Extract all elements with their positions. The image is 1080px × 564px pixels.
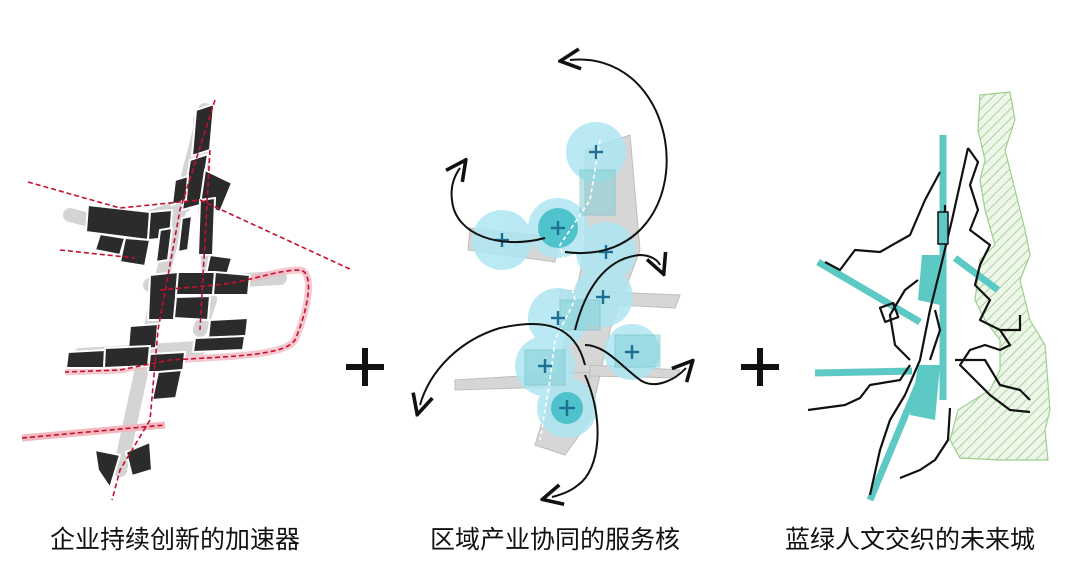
arrow-top — [565, 59, 668, 255]
pink-bottom-band — [21, 421, 166, 442]
arrow-right — [574, 255, 660, 331]
caption-future-city: 蓝绿人文交织的未来城 — [784, 525, 1035, 554]
plus-marker — [551, 311, 565, 325]
service-path — [539, 139, 601, 441]
caption-service-core: 区域产业协同的服务核 — [429, 525, 680, 554]
panel-3-future-city-map — [807, 91, 1051, 502]
plus-marker — [538, 359, 552, 373]
red-dashed-connections — [21, 99, 353, 501]
building-blocks — [64, 102, 252, 491]
radiating-arrows — [420, 59, 686, 497]
panel-2-service-core-map — [420, 59, 686, 497]
arrow-bottom — [552, 374, 599, 497]
plus-marker — [599, 245, 613, 259]
arrow-left-top — [452, 168, 546, 244]
plus-marker — [596, 290, 610, 304]
plus-icon — [741, 348, 779, 386]
plus-icon — [346, 348, 384, 386]
teal-corridors — [814, 135, 1001, 502]
plus-marker — [625, 345, 639, 359]
caption-accelerator: 企业持续创新的加速器 — [49, 525, 300, 554]
plus-marker — [559, 400, 575, 416]
arrow-bottom-right — [584, 344, 686, 386]
panel-1-accelerator-map — [21, 99, 353, 501]
teal-corridor-block — [937, 211, 949, 245]
plus-marker — [589, 145, 603, 159]
green-hatch-area — [949, 91, 1051, 461]
plus-marker — [551, 221, 565, 235]
arrow-left-bottom — [420, 322, 586, 405]
teal-blocks — [524, 169, 661, 386]
